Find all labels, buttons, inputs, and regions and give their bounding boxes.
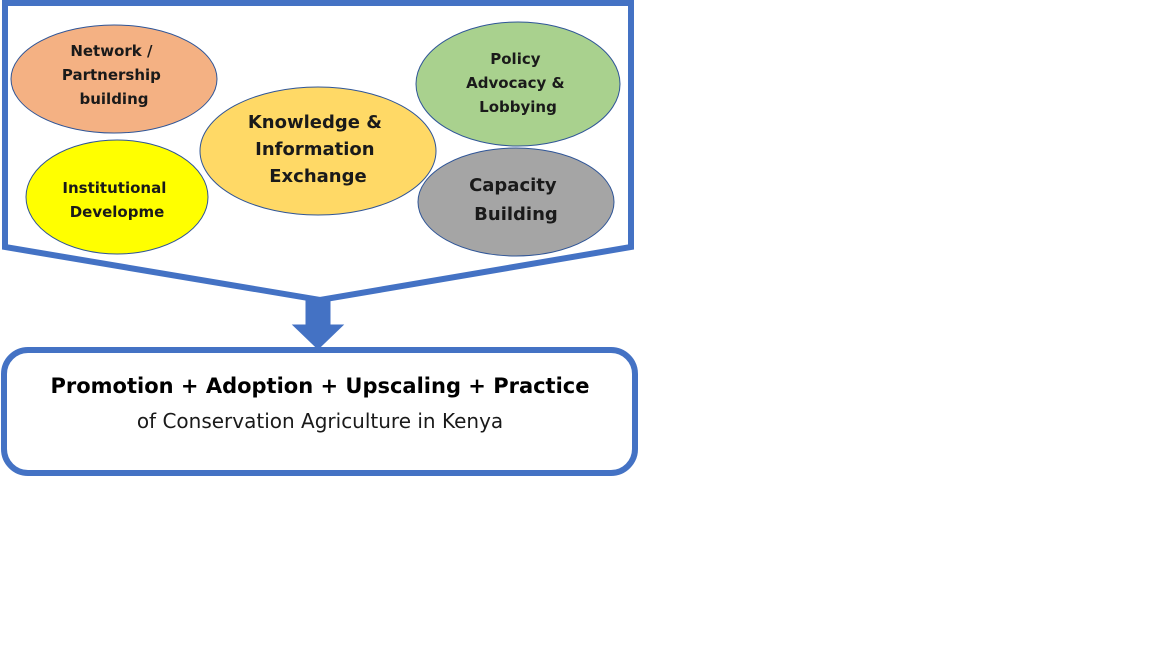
node-knowledge-line-2: Information — [255, 139, 374, 160]
svg-text:Capacity Building: Capacity Building — [469, 175, 563, 225]
node-network-line-2: Partnership — [62, 66, 161, 84]
node-policy-line-3: Lobbying — [479, 98, 557, 116]
node-policy: Policy Advocacy & Lobbying — [415, 21, 621, 147]
svg-text:Institutional Developme: Institutional Developme — [62, 179, 171, 221]
down-arrow-icon — [291, 299, 345, 350]
svg-text:Policy Advocacy &: Policy Advocacy & Lobbying — [466, 50, 570, 116]
node-capacity: Capacity Building — [417, 147, 615, 257]
node-policy-line-2: Advocacy & — [466, 74, 564, 92]
node-knowledge-line-3: Exchange — [269, 166, 366, 187]
node-knowledge-ellipse — [199, 86, 437, 216]
outcome-box: Promotion + Adoption + Upscaling + Pract… — [1, 347, 638, 476]
node-capacity-line-1: Capacity — [469, 175, 557, 196]
node-institutional-ellipse — [25, 139, 209, 255]
svg-text:Knowledge & Information: Knowledge & Information Exchange — [248, 112, 388, 187]
node-network: Network / Partnership building — [10, 24, 218, 134]
node-capacity-ellipse — [417, 147, 615, 257]
node-institutional-line-2: Developme — [70, 203, 165, 221]
node-policy-line-1: Policy — [490, 50, 540, 68]
node-knowledge-line-1: Knowledge & — [248, 112, 382, 133]
node-network-ellipse — [10, 24, 218, 134]
node-network-line-1: Network / — [70, 42, 153, 60]
node-knowledge: Knowledge & Information Exchange — [199, 86, 437, 216]
node-network-line-3: building — [80, 90, 149, 108]
outcome-title: Promotion + Adoption + Upscaling + Pract… — [51, 374, 590, 398]
svg-text:Network / Partnership: Network / Partnership building — [62, 42, 166, 108]
node-policy-ellipse — [415, 21, 621, 147]
node-institutional-line-1: Institutional — [62, 179, 166, 197]
node-institutional: Institutional Developme — [25, 139, 209, 255]
outcome-box-frame — [1, 347, 638, 476]
outcome-subtitle: of Conservation Agriculture in Kenya — [137, 409, 503, 433]
node-capacity-line-2: Building — [474, 204, 558, 225]
